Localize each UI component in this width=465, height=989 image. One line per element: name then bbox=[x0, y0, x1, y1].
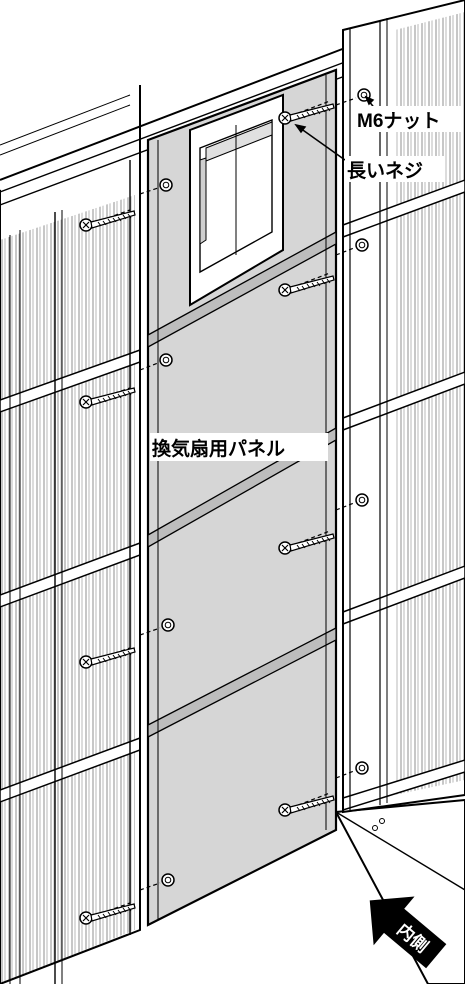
label-long-screw: 長いネジ bbox=[345, 156, 445, 182]
floor bbox=[334, 798, 465, 985]
long-screw-label: 長いネジ bbox=[347, 160, 423, 182]
fan-panel bbox=[146, 68, 338, 927]
right-wall bbox=[342, 0, 465, 814]
m6-nut-label: M6ナット bbox=[357, 111, 440, 132]
fan-panel-label: 換気扇用パネル bbox=[152, 437, 285, 460]
label-m6-nut: M6ナット bbox=[355, 106, 463, 132]
leader-lines bbox=[294, 95, 381, 161]
label-fan-panel: 換気扇用パネル bbox=[150, 433, 328, 461]
